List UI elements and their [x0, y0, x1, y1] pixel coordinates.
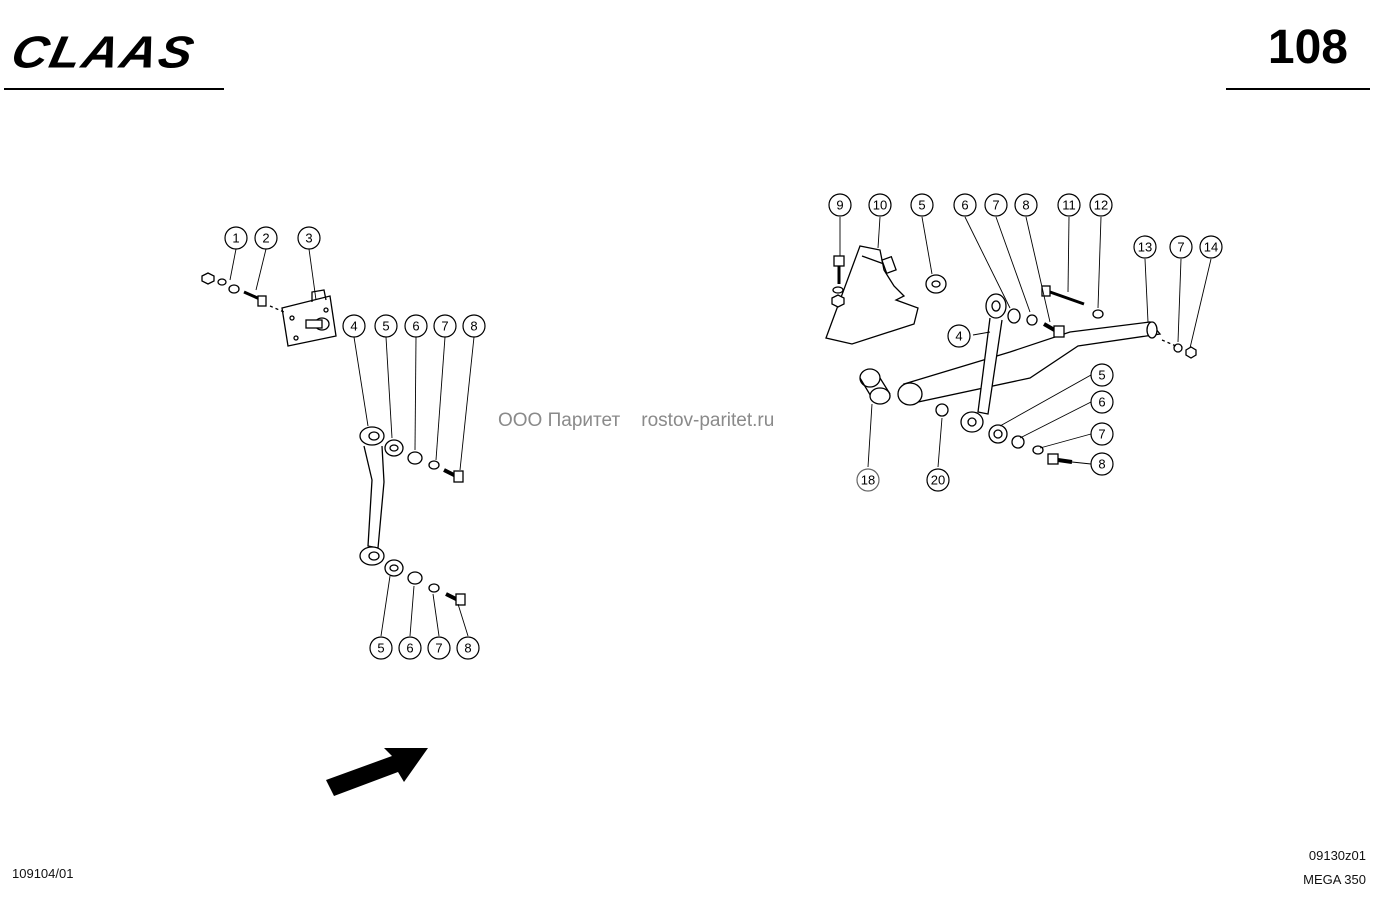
callout-14: 14	[1204, 239, 1218, 254]
sleeve-part	[859, 368, 891, 405]
washer-part	[428, 460, 440, 470]
callout-7: 7	[1098, 426, 1105, 441]
callout-18: 18	[861, 472, 875, 487]
callout-5: 5	[382, 318, 389, 333]
long-arm-part	[897, 321, 1162, 406]
washer-part	[428, 583, 440, 593]
callout-5: 5	[377, 640, 384, 655]
bushing-part	[925, 274, 947, 294]
leader-lines	[229, 216, 1212, 637]
washer-part	[1026, 314, 1038, 326]
long-bolt-part	[1041, 285, 1085, 306]
callout-8: 8	[1098, 456, 1105, 471]
watermark-company: ООО Паритет	[498, 410, 621, 431]
bolt-part	[443, 468, 464, 483]
bushing-part	[1007, 308, 1021, 324]
nut-part	[831, 294, 845, 308]
nut-part	[1185, 346, 1197, 359]
washer-part	[228, 284, 240, 294]
bolt-part	[833, 255, 845, 284]
callout-7: 7	[435, 640, 442, 655]
footer-document-code: 109104/01	[12, 866, 74, 881]
mounting-bracket-part	[825, 245, 919, 345]
bolt-part	[1047, 453, 1073, 465]
callout-numbers: 1 2 3 4 5 6 7 8 5 6 7 8 9 10 5 6 7 8 11 …	[232, 197, 1218, 655]
washer-part	[1092, 309, 1104, 319]
callout-8: 8	[1022, 197, 1029, 212]
washer-part	[407, 571, 423, 585]
watermark-site: rostov-paritet.ru	[641, 410, 775, 431]
header-rule-left	[4, 88, 224, 90]
callout-7: 7	[992, 197, 999, 212]
callout-12: 12	[1094, 197, 1108, 212]
connecting-rod-part	[960, 293, 1007, 433]
washer-part	[217, 278, 227, 286]
callout-6: 6	[961, 197, 968, 212]
callout-11: 11	[1062, 197, 1076, 212]
page-number: 108	[1267, 21, 1348, 74]
callout-3: 3	[305, 230, 312, 245]
header-rule-right	[1226, 88, 1370, 90]
callout-7: 7	[441, 318, 448, 333]
callout-4: 4	[955, 328, 962, 343]
direction-arrow	[326, 748, 428, 796]
bushing-part	[384, 439, 404, 457]
callout-5: 5	[918, 197, 925, 212]
callout-6: 6	[1098, 394, 1105, 409]
callout-6: 6	[406, 640, 413, 655]
washer-part	[1173, 343, 1183, 353]
connecting-rod-part	[359, 426, 385, 566]
washer-part	[1011, 435, 1025, 449]
callout-9: 9	[836, 197, 843, 212]
callout-7: 7	[1177, 239, 1184, 254]
callout-2: 2	[262, 230, 269, 245]
bushing-part	[384, 559, 404, 577]
callout-1: 1	[232, 230, 239, 245]
bracket-plate-part	[281, 289, 337, 347]
footer-model: MEGA 350	[1303, 872, 1366, 887]
callout-20: 20	[931, 472, 945, 487]
washer-part	[935, 403, 949, 417]
bolt-part	[445, 592, 466, 606]
callout-8: 8	[470, 318, 477, 333]
bolt-part	[243, 290, 267, 307]
washer-part	[1032, 445, 1044, 455]
callout-4: 4	[350, 318, 357, 333]
watermark: ООО Паритет rostov-paritet.ru	[498, 410, 774, 432]
footer-drawing-code: 09130z01	[1308, 848, 1366, 863]
bushing-part	[988, 424, 1008, 444]
washer-part	[407, 451, 423, 465]
callout-balloons	[224, 193, 1223, 660]
bolt-part	[1043, 322, 1065, 338]
callout-13: 13	[1138, 239, 1152, 254]
callout-5: 5	[1098, 367, 1105, 382]
washer-part	[832, 286, 844, 294]
nut-part	[201, 272, 215, 285]
callout-6: 6	[412, 318, 419, 333]
callout-8: 8	[464, 640, 471, 655]
callout-10: 10	[873, 197, 887, 212]
